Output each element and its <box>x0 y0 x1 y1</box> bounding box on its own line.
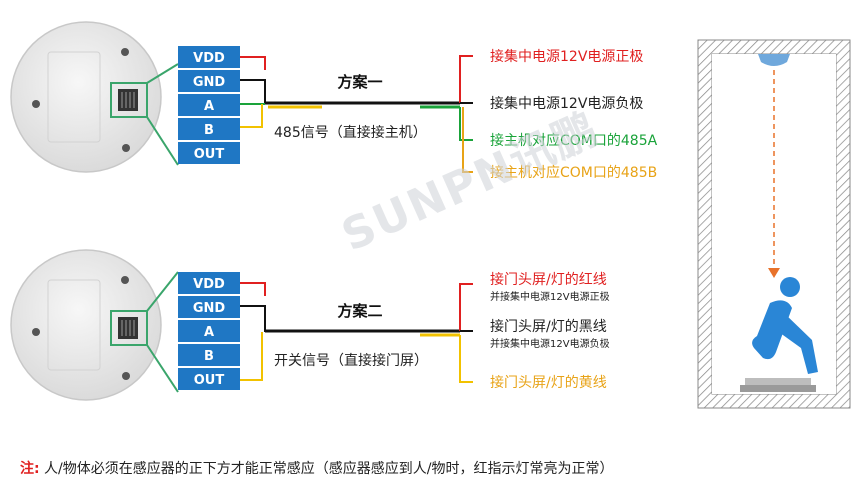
wire-gnd-2 <box>240 305 266 332</box>
floor-platform <box>745 378 811 385</box>
sensor-unit-1 <box>10 21 179 173</box>
scheme2-connection-label: 接门头屏/灯的黑线 <box>490 318 607 335</box>
wire-vdd-1 <box>240 56 266 70</box>
pin-box-out-1 <box>178 142 240 164</box>
wire-vdd-2 <box>240 282 266 296</box>
note-text: 人/物体必须在感应器的正下方才能正常感应（感应器感应到人/物时，红指示灯常亮为正… <box>39 461 614 477</box>
person-icon <box>752 277 818 374</box>
scheme1-connection-label: 接主机对应COM口的485A <box>490 132 658 149</box>
pin-box-a-2 <box>178 320 240 342</box>
pin-label-gnd-1: GND <box>193 75 226 90</box>
connection-labels-scheme2: 接门头屏/灯的红线并接集中电源12V电源正极接门头屏/灯的黑线并接集中电源12V… <box>490 271 610 391</box>
sensor-unit-2 <box>10 249 179 401</box>
pin-block-scheme1: VDD GND AB OUT <box>178 46 240 164</box>
pin-label-gnd-2: GND <box>193 301 226 316</box>
pin-label-vdd-2: VDD <box>193 277 225 292</box>
note: 注: 人/物体必须在感应器的正下方才能正常感应（感应器感应到人/物时，红指示灯常… <box>20 458 614 478</box>
scheme1-signal-label: 485信号（直接接主机） <box>274 124 427 141</box>
fan-green-1 <box>459 107 473 141</box>
pin-box-b-2 <box>178 344 240 366</box>
scheme1-connection-label: 接主机对应COM口的485B <box>490 164 657 181</box>
pin-label-b-2: B <box>204 349 214 364</box>
pin-label-b-1: B <box>204 123 214 138</box>
scheme2-connection-sublabel: 并接集中电源12V电源负极 <box>490 337 610 350</box>
note-label: 注: <box>20 461 40 477</box>
pin-box-gnd-1 <box>178 70 240 92</box>
wire-b-1 <box>240 104 263 128</box>
pin-label-a-1: A <box>204 99 214 114</box>
pin-label-out-1: OUT <box>194 147 225 162</box>
wire-gnd-1 <box>240 79 266 103</box>
fan-red-2 <box>459 283 473 331</box>
wires-scheme1 <box>240 55 473 173</box>
pin-label-vdd-1: VDD <box>193 51 225 66</box>
scheme1-connection-label: 接集中电源12V电源负极 <box>490 95 643 112</box>
scheme2-connection-label: 接门头屏/灯的红线 <box>490 271 607 288</box>
pin-box-b-1 <box>178 118 240 140</box>
fan-orange-1 <box>462 107 473 173</box>
pin-box-out-2 <box>178 368 240 390</box>
wire-out-2 <box>240 332 263 381</box>
ceiling-sensor-icon <box>758 54 790 66</box>
pin-box-vdd-1 <box>178 46 240 68</box>
scheme1-title: 方案一 <box>337 73 382 91</box>
scheme1-connection-label: 接集中电源12V电源正极 <box>490 48 643 65</box>
fan-yellow-2 <box>459 335 473 383</box>
scheme2-signal-label: 开关信号（直接接门屏） <box>274 352 428 369</box>
pin-block-scheme2: VDD GND AB OUT <box>178 272 240 390</box>
scheme2-title: 方案二 <box>337 302 382 320</box>
pin-label-a-2: A <box>204 325 214 340</box>
scheme2-connection-label: 接门头屏/灯的黄线 <box>490 374 607 391</box>
pin-label-out-2: OUT <box>194 373 225 388</box>
scheme2-connection-sublabel: 并接集中电源12V电源正极 <box>490 290 610 303</box>
wires-scheme2 <box>240 282 473 383</box>
pin-box-vdd-2 <box>178 272 240 294</box>
pin-box-a-1 <box>178 94 240 116</box>
pin-box-gnd-2 <box>178 296 240 318</box>
beam-arrow-icon <box>768 268 780 278</box>
installation-illustration <box>697 39 851 409</box>
fan-red-1 <box>459 55 473 103</box>
